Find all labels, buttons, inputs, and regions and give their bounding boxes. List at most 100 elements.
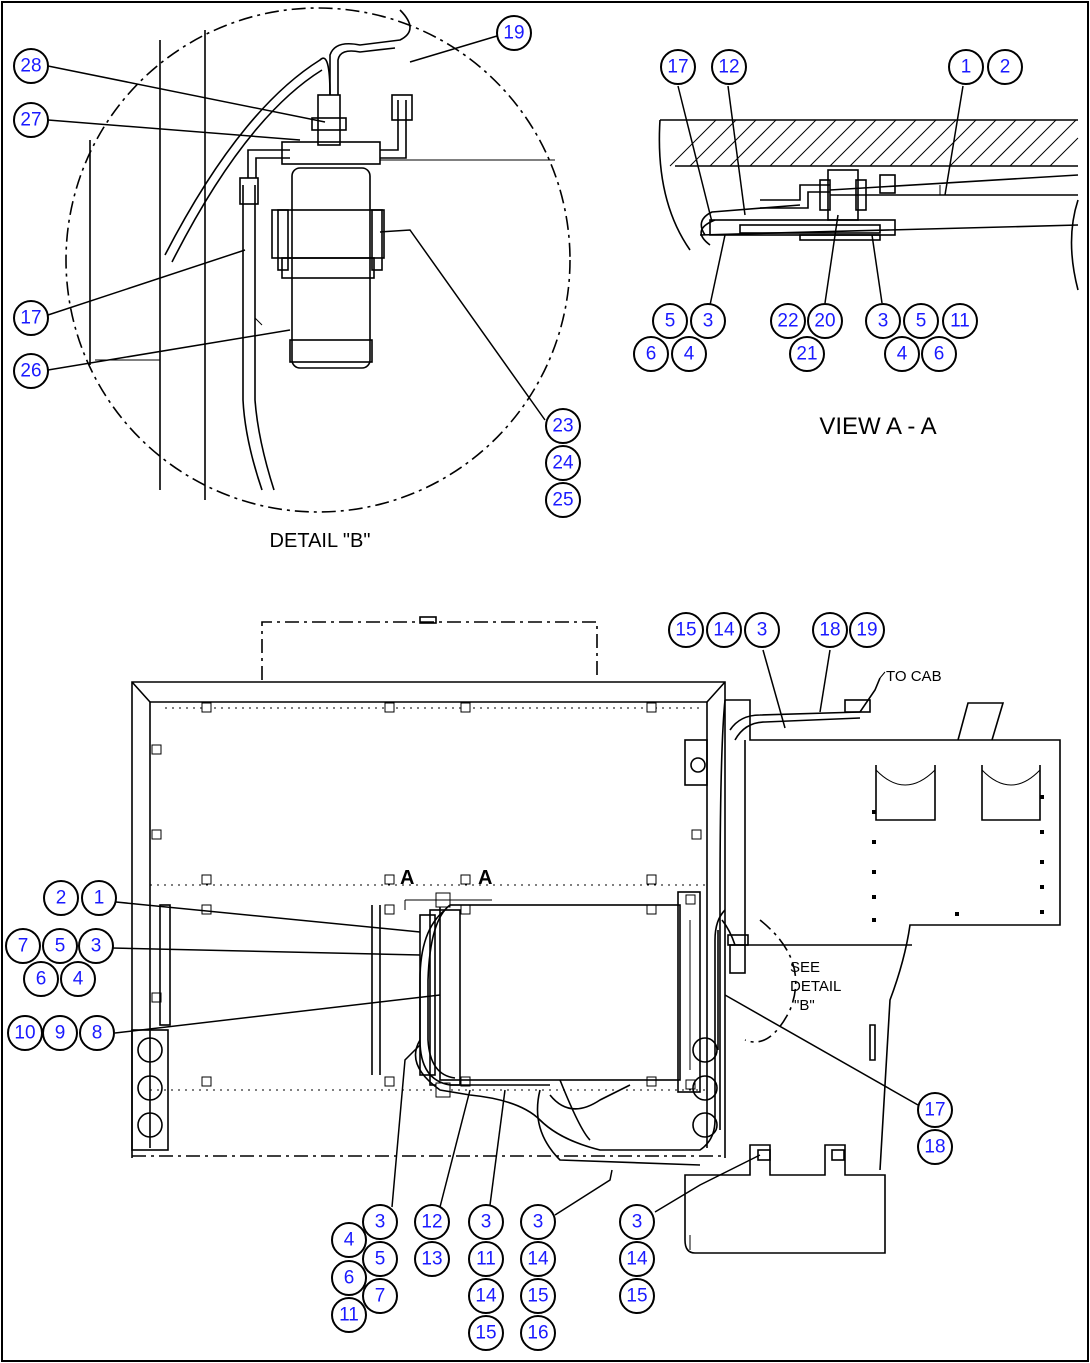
item-balloon[interactable]: 1 bbox=[948, 49, 984, 85]
svg-text:3: 3 bbox=[91, 936, 102, 957]
item-balloon[interactable]: 13 bbox=[414, 1241, 450, 1277]
item-balloon[interactable]: 14 bbox=[520, 1241, 556, 1277]
item-balloon[interactable]: 9 bbox=[42, 1015, 78, 1051]
svg-text:26: 26 bbox=[20, 361, 41, 382]
svg-text:4: 4 bbox=[73, 969, 84, 990]
svg-text:3: 3 bbox=[757, 620, 768, 641]
item-balloon[interactable]: 4 bbox=[671, 336, 707, 372]
item-balloon[interactable]: 5 bbox=[362, 1241, 398, 1277]
item-balloon[interactable]: 21 bbox=[789, 336, 825, 372]
svg-text:6: 6 bbox=[646, 344, 657, 365]
item-balloon[interactable]: 5 bbox=[42, 928, 78, 964]
panel-holes bbox=[872, 795, 1044, 922]
item-balloon[interactable]: 14 bbox=[619, 1241, 655, 1277]
item-balloon[interactable]: 3 bbox=[362, 1204, 398, 1240]
svg-text:28: 28 bbox=[20, 56, 41, 77]
item-balloon[interactable]: 24 bbox=[545, 445, 581, 481]
svg-text:5: 5 bbox=[55, 936, 66, 957]
detail-b-leaders bbox=[47, 35, 546, 421]
svg-text:6: 6 bbox=[934, 344, 945, 365]
view-aa-title: VIEW A - A bbox=[819, 413, 936, 440]
item-balloon[interactable]: 11 bbox=[942, 303, 978, 339]
item-balloon[interactable]: 14 bbox=[706, 612, 742, 648]
svg-text:17: 17 bbox=[924, 1100, 945, 1121]
item-balloon[interactable]: 16 bbox=[520, 1315, 556, 1351]
item-balloon[interactable]: 11 bbox=[331, 1297, 367, 1333]
item-balloon[interactable]: 1 bbox=[81, 880, 117, 916]
item-balloon[interactable]: 28 bbox=[13, 48, 49, 84]
item-balloon[interactable]: 7 bbox=[362, 1278, 398, 1314]
item-balloon[interactable]: 3 bbox=[468, 1204, 504, 1240]
main-view-drawing bbox=[131, 616, 1061, 1254]
item-balloon[interactable]: 4 bbox=[331, 1222, 367, 1258]
item-balloon[interactable]: 26 bbox=[13, 353, 49, 389]
item-balloon[interactable]: 15 bbox=[619, 1278, 655, 1314]
item-balloon[interactable]: 6 bbox=[331, 1260, 367, 1296]
item-balloon[interactable]: 15 bbox=[520, 1278, 556, 1314]
svg-text:18: 18 bbox=[819, 620, 840, 641]
item-balloon[interactable]: 3 bbox=[744, 612, 780, 648]
svg-text:19: 19 bbox=[503, 23, 524, 44]
svg-text:17: 17 bbox=[667, 57, 688, 78]
item-balloon[interactable]: 19 bbox=[496, 15, 532, 51]
item-balloon[interactable]: 4 bbox=[60, 961, 96, 997]
item-balloon[interactable]: 14 bbox=[468, 1278, 504, 1314]
svg-text:17: 17 bbox=[20, 308, 41, 329]
svg-text:5: 5 bbox=[375, 1249, 386, 1270]
see-detail-label-2: DETAIL bbox=[790, 978, 841, 995]
svg-text:6: 6 bbox=[344, 1268, 355, 1289]
item-balloon[interactable]: 12 bbox=[711, 49, 747, 85]
item-balloon[interactable]: 27 bbox=[13, 102, 49, 138]
hatching bbox=[669, 119, 1079, 167]
svg-text:24: 24 bbox=[552, 453, 574, 474]
item-balloon[interactable]: 22 bbox=[770, 303, 806, 339]
item-balloon[interactable]: 12 bbox=[414, 1204, 450, 1240]
item-balloon[interactable]: 15 bbox=[668, 612, 704, 648]
svg-text:20: 20 bbox=[814, 311, 835, 332]
item-balloon[interactable]: 6 bbox=[633, 336, 669, 372]
item-balloon[interactable]: 2 bbox=[987, 49, 1023, 85]
item-balloon[interactable]: 5 bbox=[903, 303, 939, 339]
item-balloon[interactable]: 11 bbox=[468, 1241, 504, 1277]
svg-text:18: 18 bbox=[924, 1137, 945, 1158]
item-balloon[interactable]: 3 bbox=[690, 303, 726, 339]
detail-b-title: DETAIL "B" bbox=[270, 530, 371, 552]
item-balloon[interactable]: 17 bbox=[917, 1092, 953, 1128]
svg-text:5: 5 bbox=[665, 311, 676, 332]
item-balloon[interactable]: 5 bbox=[652, 303, 688, 339]
item-balloon[interactable]: 8 bbox=[79, 1015, 115, 1051]
svg-text:4: 4 bbox=[897, 344, 908, 365]
item-balloon[interactable]: 7 bbox=[5, 928, 41, 964]
item-balloon[interactable]: 3 bbox=[865, 303, 901, 339]
item-balloon[interactable]: 17 bbox=[13, 300, 49, 336]
item-balloon[interactable]: 15 bbox=[468, 1315, 504, 1351]
item-balloon[interactable]: 19 bbox=[849, 612, 885, 648]
item-balloon[interactable]: 10 bbox=[7, 1015, 43, 1051]
item-balloon[interactable]: 18 bbox=[812, 612, 848, 648]
svg-text:9: 9 bbox=[55, 1023, 66, 1044]
item-balloon[interactable]: 3 bbox=[619, 1204, 655, 1240]
item-balloon[interactable]: 20 bbox=[807, 303, 843, 339]
svg-text:14: 14 bbox=[475, 1286, 497, 1307]
see-detail-label-1: SEE bbox=[790, 959, 820, 976]
item-balloon[interactable]: 3 bbox=[520, 1204, 556, 1240]
item-balloon[interactable]: 23 bbox=[545, 408, 581, 444]
item-balloon[interactable]: 6 bbox=[23, 961, 59, 997]
svg-text:14: 14 bbox=[713, 620, 735, 641]
svg-text:14: 14 bbox=[527, 1249, 549, 1270]
item-balloon[interactable]: 3 bbox=[78, 928, 114, 964]
svg-text:16: 16 bbox=[527, 1323, 548, 1344]
svg-text:3: 3 bbox=[375, 1212, 386, 1233]
item-balloon[interactable]: 17 bbox=[660, 49, 696, 85]
item-balloon[interactable]: 4 bbox=[884, 336, 920, 372]
svg-text:13: 13 bbox=[421, 1249, 442, 1270]
detail-b-drawing bbox=[65, 7, 571, 513]
item-balloon[interactable]: 25 bbox=[545, 482, 581, 518]
item-balloon[interactable]: 2 bbox=[43, 880, 79, 916]
svg-text:27: 27 bbox=[20, 110, 41, 131]
item-balloon[interactable]: 6 bbox=[921, 336, 957, 372]
item-balloon[interactable]: 18 bbox=[917, 1129, 953, 1165]
to-cab-label: TO CAB bbox=[886, 668, 942, 685]
